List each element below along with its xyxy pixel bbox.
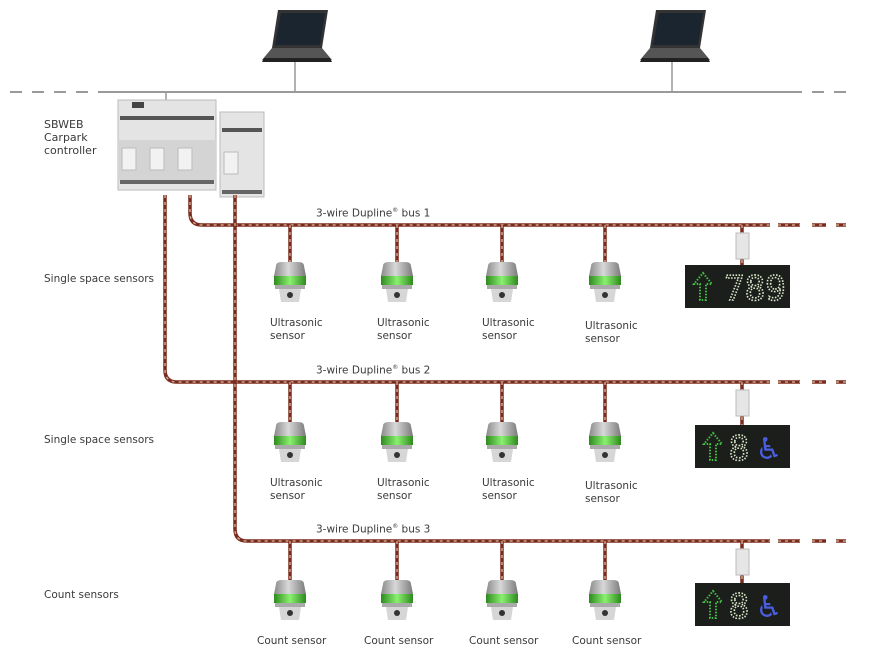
sbweb-controller-device <box>117 99 265 198</box>
count-sensor-icon <box>589 580 621 620</box>
count-sensor-icon <box>381 580 413 620</box>
led-display-icon: 8♿ <box>695 583 790 628</box>
sensor-label-line: Count sensor <box>364 635 434 647</box>
ultrasonic-sensor-icon <box>381 262 413 302</box>
bus-label-suffix: bus 3 <box>398 523 431 536</box>
bus-label-text: 3-wire Dupline <box>316 364 393 377</box>
registered-mark: ® <box>392 523 399 530</box>
wheelchair-icon: ♿ <box>756 590 783 625</box>
bus-label: 3-wire Dupline® bus 3 <box>316 523 430 536</box>
ultrasonic-sensor-icon <box>274 422 306 462</box>
registered-mark: ® <box>392 364 399 371</box>
count-sensor-icon <box>486 580 518 620</box>
sensor-label-line: sensor <box>585 493 620 505</box>
wheelchair-icon: ♿ <box>756 432 783 467</box>
led-display-icon: 789 <box>685 265 790 310</box>
display-count: 8 <box>729 429 749 469</box>
bus-label: 3-wire Dupline® bus 2 <box>316 364 430 377</box>
sensor-label-line: Ultrasonic <box>482 317 535 329</box>
arrow-up-icon <box>701 589 725 619</box>
sensor-label-line: Count sensor <box>572 635 642 647</box>
row-label: Single space sensors <box>44 434 155 446</box>
count-sensor-icon <box>274 580 306 620</box>
arrow-up-icon <box>691 271 715 301</box>
registered-mark: ® <box>392 207 399 214</box>
controller-label-line: SBWEB <box>44 118 84 131</box>
dupline-bus-cable <box>233 195 846 583</box>
ultrasonic-sensor-icon <box>274 262 306 302</box>
laptop-icon <box>262 10 332 62</box>
sensor-label-line: sensor <box>377 490 412 502</box>
bus-label-text: 3-wire Dupline <box>316 207 393 220</box>
sensor-label-line: Ultrasonic <box>585 480 638 492</box>
sensor-label: Count sensor <box>469 635 549 648</box>
display-count: 789 <box>724 269 785 309</box>
sensor-label-line: sensor <box>377 330 412 342</box>
sensor-label-line: sensor <box>585 333 620 345</box>
sensor-label-line: Ultrasonic <box>270 317 323 329</box>
arrow-up-icon <box>701 431 725 461</box>
sensor-label-line: sensor <box>482 330 517 342</box>
bus-module-icon <box>735 232 750 260</box>
row-label: Single space sensors <box>44 273 155 285</box>
sensor-label-line: sensor <box>270 330 305 342</box>
ethernet-network-line <box>10 60 848 102</box>
controller-label: SBWEB Carpark controller <box>44 118 96 157</box>
sensor-label: Count sensor <box>364 635 444 648</box>
bus-label-suffix: bus 2 <box>398 364 431 377</box>
bus-label: 3-wire Dupline® bus 1 <box>316 207 430 220</box>
bus-module-icon <box>735 548 750 576</box>
controller-label-line: Carpark <box>44 131 88 144</box>
sensor-label-line: Count sensor <box>257 635 327 647</box>
dupline-bus-cable <box>163 195 846 425</box>
ultrasonic-sensor-icon <box>486 422 518 462</box>
ultrasonic-sensor-icon <box>589 262 621 302</box>
bus-label-suffix: bus 1 <box>398 207 431 220</box>
ultrasonic-sensor-icon <box>381 422 413 462</box>
display-count: 8 <box>729 587 749 627</box>
sensor-label: Count sensor <box>572 635 652 648</box>
sensor-label-line: Ultrasonic <box>377 477 430 489</box>
sensor-label-line: Ultrasonic <box>377 317 430 329</box>
controller-label-line: controller <box>44 144 97 157</box>
sensor-label-line: Ultrasonic <box>270 477 323 489</box>
sensor-label-line: Ultrasonic <box>585 320 638 332</box>
laptop-icon <box>640 10 710 62</box>
led-display-icon: 8♿ <box>695 425 790 470</box>
dupline-bus-cable <box>188 195 846 265</box>
sensor-label-line: sensor <box>482 490 517 502</box>
row-label: Count sensors <box>44 589 119 601</box>
sensor-label-line: Count sensor <box>469 635 539 647</box>
bus-label-text: 3-wire Dupline <box>316 523 393 536</box>
ultrasonic-sensor-icon <box>486 262 518 302</box>
sensor-label-line: sensor <box>270 490 305 502</box>
bus-module-icon <box>735 389 750 417</box>
ultrasonic-sensor-icon <box>589 422 621 462</box>
sensor-label-line: Ultrasonic <box>482 477 535 489</box>
sensor-label: Count sensor <box>257 635 337 648</box>
